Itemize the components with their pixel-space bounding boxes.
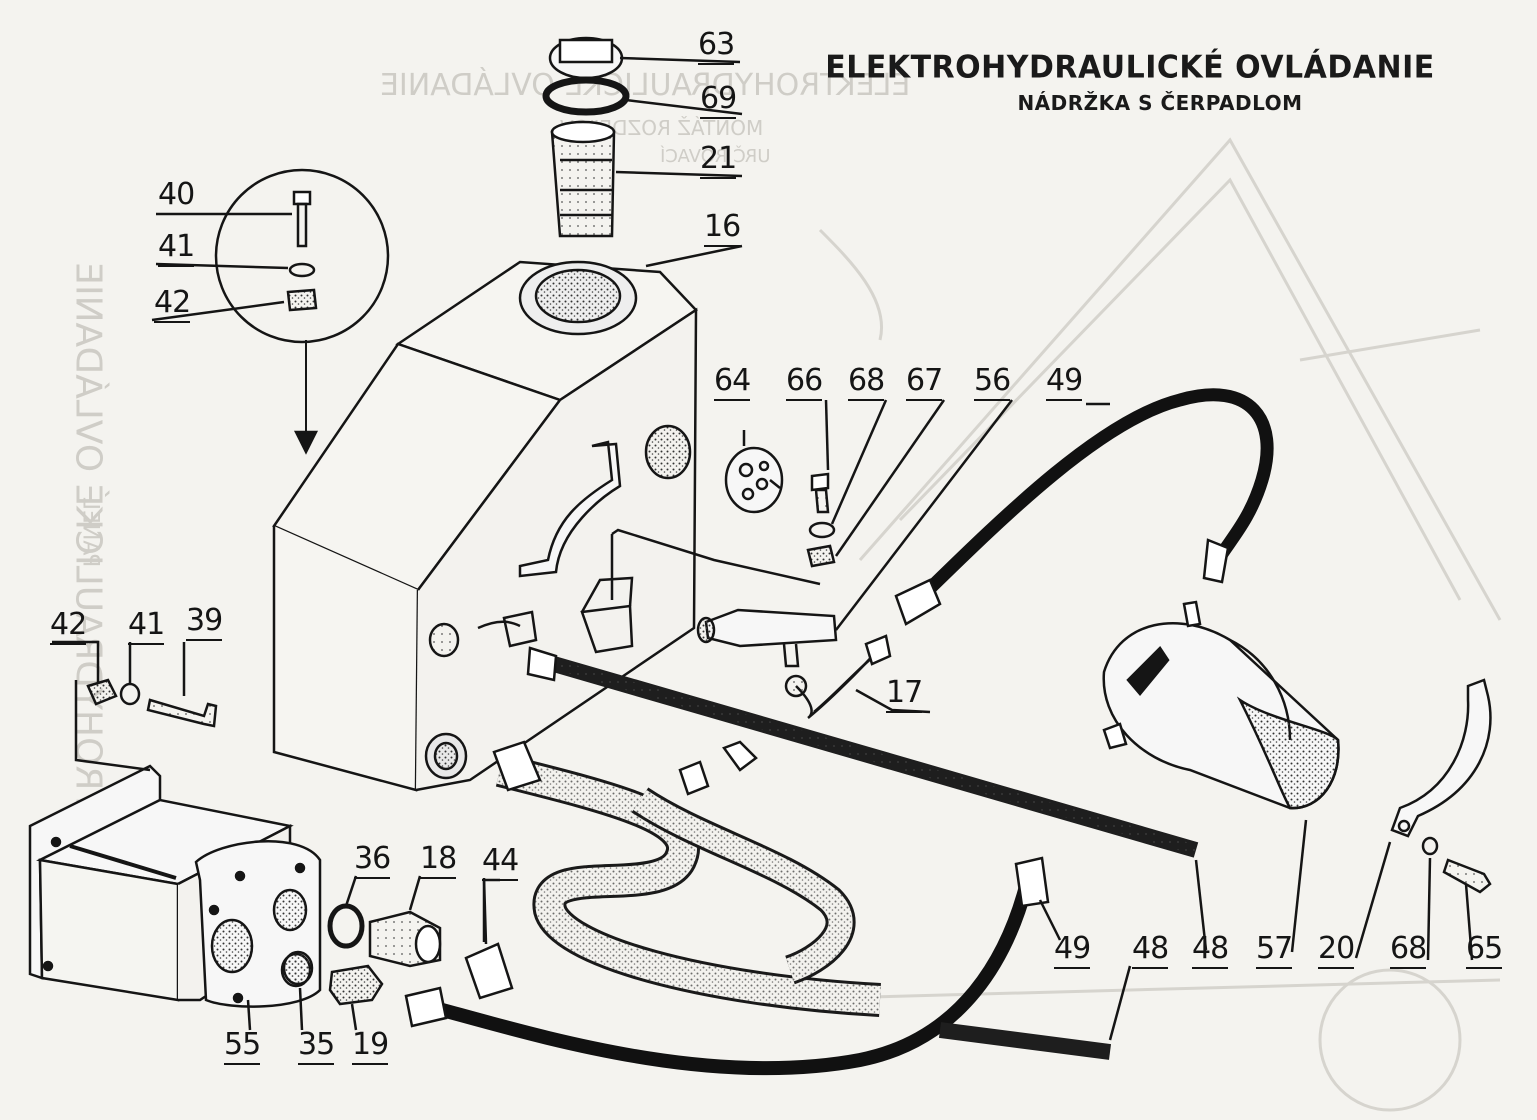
part-number-66: 66 — [786, 366, 823, 401]
part-number-49: 49 — [1054, 934, 1091, 969]
bolt-set-left — [52, 640, 218, 728]
part-number-42: 42 — [50, 610, 87, 645]
part-number-16: 16 — [704, 212, 741, 247]
part-number-69: 69 — [700, 84, 737, 119]
part-number-67: 67 — [906, 366, 943, 401]
pipe-48-upper — [526, 646, 1199, 858]
part-number-41: 41 — [128, 610, 165, 645]
part-number-48: 48 — [1132, 934, 1169, 969]
filler-assembly — [542, 36, 743, 238]
bracket-20-set — [1354, 678, 1492, 961]
part-number-63: 63 — [698, 30, 735, 65]
part-number-18: 18 — [420, 844, 457, 879]
hydraulic-pump-55 — [28, 680, 322, 1031]
diagram-subtitle: NÁDRŽKA S ČERPADLOM — [1017, 91, 1303, 115]
part-number-40: 40 — [158, 180, 195, 215]
part-number-48: 48 — [1192, 934, 1229, 969]
hose-49-upper — [894, 388, 1274, 626]
part-number-57: 57 — [1256, 934, 1293, 969]
part-number-21: 21 — [700, 144, 737, 179]
part-number-65: 65 — [1466, 934, 1503, 969]
fittings-36-18-35-19 — [282, 875, 488, 1031]
pipe-48-lower — [938, 819, 1308, 1060]
part-number-17: 17 — [886, 678, 923, 713]
detail-circle-bolt-set — [151, 168, 390, 455]
filter-57 — [1102, 600, 1340, 810]
part-number-19: 19 — [352, 1030, 389, 1065]
part-number-64: 64 — [714, 366, 751, 401]
oil-tank — [272, 244, 743, 792]
part-number-49: 49 — [1046, 366, 1083, 401]
diagram-title: ELEKTROHYDRAULICKÉ OVLÁDANIE — [825, 49, 1435, 86]
hose-49-lower — [404, 856, 1062, 1076]
part-number-68: 68 — [1390, 934, 1427, 969]
part-number-56: 56 — [974, 366, 1011, 401]
pipe-17 — [784, 634, 931, 719]
part-number-35: 35 — [298, 1030, 335, 1065]
part-number-68: 68 — [848, 366, 885, 401]
part-number-55: 55 — [224, 1030, 261, 1065]
part-number-42: 42 — [154, 288, 191, 323]
part-number-20: 20 — [1318, 934, 1355, 969]
part-number-36: 36 — [354, 844, 391, 879]
u-pipe-44 — [464, 740, 881, 1017]
part-number-41: 41 — [158, 232, 195, 267]
part-number-44: 44 — [482, 846, 519, 881]
small-fittings — [610, 399, 1013, 668]
part-number-39: 39 — [186, 606, 223, 641]
ghost-background-lines — [759, 137, 1502, 1112]
